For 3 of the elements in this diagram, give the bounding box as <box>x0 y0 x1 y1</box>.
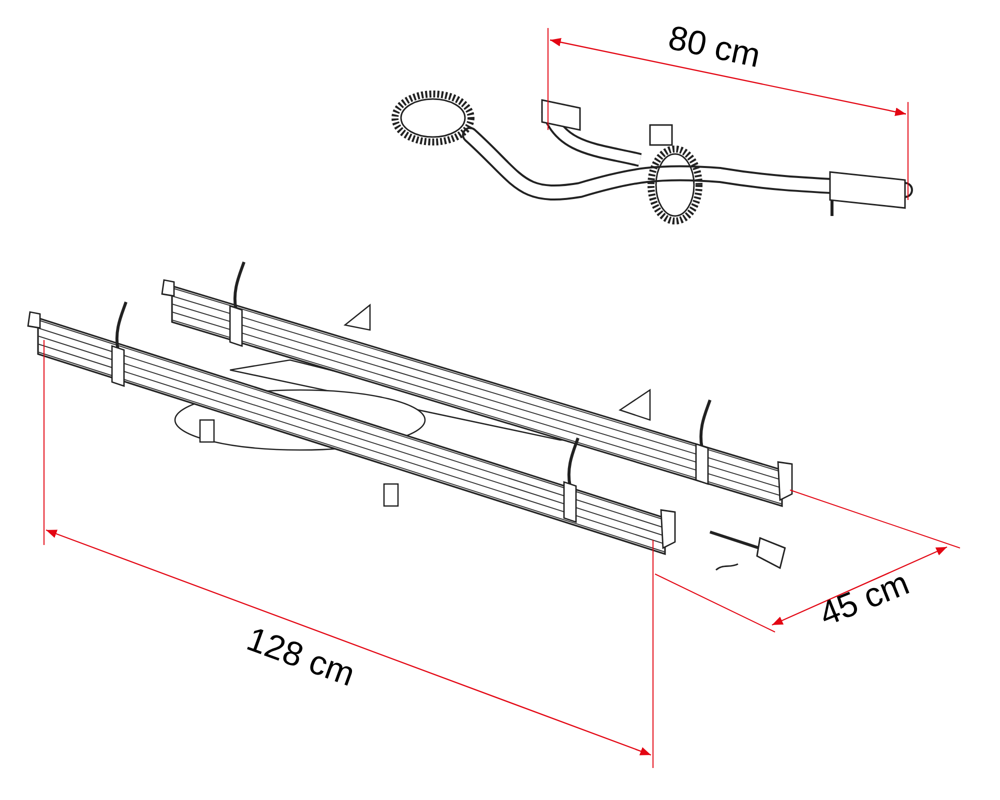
dimension-label: 80 cm <box>665 20 764 74</box>
dimension-label: 128 cm <box>242 622 359 692</box>
dimension-label: 45 cm <box>815 566 914 632</box>
